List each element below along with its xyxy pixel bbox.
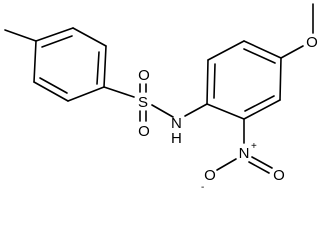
ring2-bond-23 — [207, 40, 245, 61]
ring2-double-34 — [243, 48, 276, 64]
tolyl-group — [4, 27, 135, 102]
structure-canvas: S O O N H O N + O O — [4, 3, 318, 192]
amide-nitrogen-label: N — [171, 115, 182, 132]
oxygen-top-label: O — [138, 67, 150, 84]
amide-group: N H — [171, 103, 208, 147]
nitro-oxygen-left-label: O — [204, 167, 216, 184]
nitro-oxygen-right-bond-2 — [248, 161, 270, 174]
ring-to-sulfur-bond — [103, 86, 135, 98]
chemical-structure-diagram: S O O N H O N + O O — [4, 3, 318, 192]
ring2-bond-45 — [279, 57, 282, 101]
nitro-oxygen-right-label: O — [273, 167, 285, 184]
sulfonyl-group: S O O — [138, 67, 174, 140]
ring1-double-ab — [41, 35, 73, 48]
ring2-bond-61 — [206, 103, 245, 120]
ring1-bond-ef — [33, 81, 69, 102]
ring-methoxy-oxygen-bond — [280, 45, 304, 59]
sulfur-atom-label: S — [138, 94, 148, 111]
nitro-nitrogen-label: N — [239, 145, 250, 162]
methyl-bond — [4, 29, 37, 42]
ring2-bond-56 — [243, 99, 281, 120]
ring1-bond-bc — [72, 27, 107, 47]
ring2-double-12 — [213, 63, 216, 99]
nitro-minus-charge: - — [201, 182, 204, 192]
nitro-plus-charge: + — [251, 141, 257, 152]
ring1-bond-de — [67, 86, 105, 102]
ring1-bond-cd — [103, 45, 107, 88]
ring1-bond-fa — [33, 40, 37, 83]
ring1-double-ef — [39, 77, 68, 94]
ring1-double-cd — [96, 51, 100, 85]
ring1-bond-ab — [35, 27, 74, 42]
ring2-bond-12 — [206, 59, 209, 105]
amide-hydrogen-label: H — [171, 130, 182, 147]
nitro-oxygen-left-bond — [216, 158, 237, 171]
ring2-double-56 — [244, 95, 275, 112]
ring2-bond-34 — [243, 40, 282, 59]
nitro-oxygen-right-bond-1 — [251, 156, 273, 169]
nitrogen-ring2-bond — [184, 103, 208, 117]
sulfur-nitrogen-bond — [151, 104, 174, 118]
oxygen-bottom-label: O — [138, 123, 150, 140]
methoxy-oxygen-label: O — [306, 34, 318, 51]
nitro-methoxy-phenyl-group: O N + O O - — [201, 3, 318, 192]
